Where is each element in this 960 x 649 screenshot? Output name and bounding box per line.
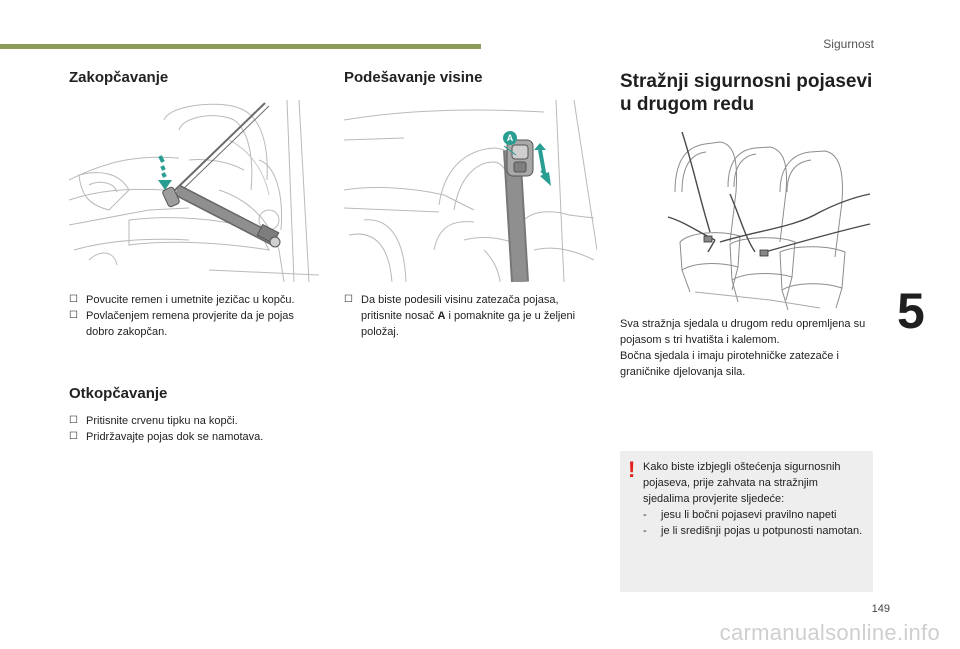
checkbox-icon: ☐ xyxy=(69,294,78,305)
header-accent-bar xyxy=(0,44,481,49)
buckling-steps: ☐Povucite remen i umetnite jezičac u kop… xyxy=(69,292,321,340)
list-item: ☐Povucite remen i umetnite jezičac u kop… xyxy=(69,294,295,306)
section-name: Sigurnost xyxy=(823,37,874,51)
checkbox-icon: ☐ xyxy=(69,431,78,442)
checkbox-icon: ☐ xyxy=(344,294,353,305)
buckling-illustration xyxy=(68,99,320,283)
list-item: -jesu li bočni pojasevi pravilno napeti xyxy=(643,509,837,521)
rear-belts-description: Sva stražnja sjedala u drugom redu oprem… xyxy=(620,318,866,378)
rear-seats-illustration xyxy=(620,132,872,311)
list-item: -je li središnji pojas u potpunosti namo… xyxy=(643,525,863,537)
unbuckling-steps: ☐Pritisnite crvenu tipku na kopči. ☐Prid… xyxy=(69,413,321,445)
callout-a-label: A xyxy=(506,133,514,143)
warning-box: ! Kako biste izbjegli oštećenja sigurnos… xyxy=(620,451,873,592)
warning-intro: Kako biste izbjegli oštećenja sigurnosni… xyxy=(643,461,841,505)
buckling-heading: Zakopčavanje xyxy=(69,69,169,86)
watermark: carmanualsonline.info xyxy=(719,620,940,645)
list-item: ☐Da biste podesili visinu zatezača pojas… xyxy=(344,294,576,338)
height-adjust-illustration: A xyxy=(343,99,598,283)
warning-icon: ! xyxy=(628,457,636,482)
checkbox-icon: ☐ xyxy=(69,310,78,321)
checkbox-icon: ☐ xyxy=(69,415,78,426)
list-item: ☐Pridržavajte pojas dok se namotava. xyxy=(69,431,264,443)
chapter-number: 5 xyxy=(897,283,925,339)
page-number: 149 xyxy=(871,603,890,615)
height-adjust-steps: ☐Da biste podesili visinu zatezača pojas… xyxy=(344,292,599,340)
unbuckling-heading: Otkopčavanje xyxy=(69,385,168,402)
list-item: ☐Pritisnite crvenu tipku na kopči. xyxy=(69,415,238,427)
list-item: ☐Povlačenjem remena provjerite da je poj… xyxy=(69,310,294,338)
height-adjust-heading: Podešavanje visine xyxy=(344,69,483,86)
